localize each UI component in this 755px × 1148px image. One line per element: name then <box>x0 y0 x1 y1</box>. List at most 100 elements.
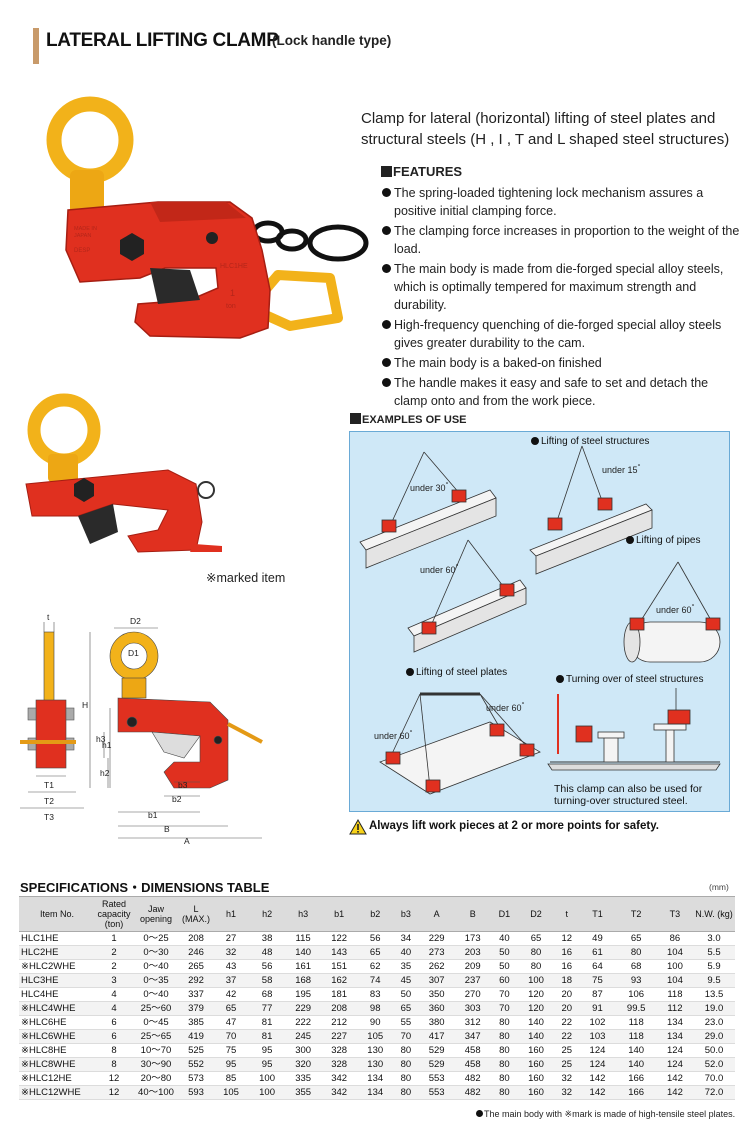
specs-header-row: Item No. Rated capacity (ton) Jaw openin… <box>19 896 735 932</box>
feature-item: The main body is made from die-forged sp… <box>380 260 742 314</box>
table-cell: 222 <box>285 1015 322 1030</box>
table-cell: 100 <box>249 1085 286 1100</box>
table-cell: 70 <box>490 987 518 1002</box>
table-cell: 50.0 <box>693 1043 735 1058</box>
table-cell: 118 <box>656 987 693 1002</box>
table-cell: 38 <box>249 931 286 946</box>
table-cell: 350 <box>418 987 455 1002</box>
table-cell: 265 <box>179 959 213 974</box>
square-bullet-icon <box>381 166 392 177</box>
table-cell: 61 <box>579 945 616 960</box>
table-cell: 25 <box>554 1057 580 1072</box>
table-cell: 93 <box>615 973 657 988</box>
svg-text:DESP: DESP <box>74 248 90 254</box>
table-cell: 124 <box>579 1057 616 1072</box>
column-header: Jaw opening <box>133 896 179 932</box>
table-cell: 58 <box>249 973 286 988</box>
clamp-body <box>65 201 271 339</box>
table-cell: 47 <box>213 1015 250 1030</box>
features-list: The spring-loaded tightening lock mechan… <box>380 184 742 412</box>
column-header: N.W. (kg) <box>693 896 735 932</box>
table-cell: 70 <box>393 1029 419 1044</box>
table-cell: 2 <box>95 959 133 974</box>
table-cell: 68 <box>249 987 286 1002</box>
svg-text:t: t <box>47 612 50 622</box>
table-cell: 29.0 <box>693 1029 735 1044</box>
item-number-cell: ※HLC4WHE <box>19 1001 95 1016</box>
table-cell: 102 <box>579 1015 616 1030</box>
table-cell: 42 <box>213 987 250 1002</box>
column-header: D1 <box>490 896 518 932</box>
svg-text:D2: D2 <box>130 616 141 626</box>
table-cell: 90 <box>357 1015 394 1030</box>
table-cell: 458 <box>454 1057 491 1072</box>
table-cell: 98 <box>357 1001 394 1016</box>
table-cell: 8 <box>95 1057 133 1072</box>
table-cell: 120 <box>518 1001 555 1016</box>
table-cell: 65 <box>518 931 555 946</box>
table-cell: 100 <box>249 1071 286 1086</box>
table-cell: 273 <box>418 945 455 960</box>
table-cell: 12 <box>554 931 580 946</box>
table-cell: 142 <box>579 1071 616 1086</box>
table-cell: 50 <box>490 959 518 974</box>
svg-text:T3: T3 <box>44 812 54 822</box>
table-cell: 95 <box>249 1043 286 1058</box>
table-cell: 2 <box>95 945 133 960</box>
table-cell: 143 <box>321 945 358 960</box>
lock-handle <box>245 270 343 331</box>
table-cell: 77 <box>249 1001 286 1016</box>
table-cell: 64 <box>579 959 616 974</box>
table-cell: 593 <box>179 1085 213 1100</box>
table-cell: 122 <box>321 931 358 946</box>
table-cell: 166 <box>615 1085 657 1100</box>
item-number-cell: HLC4HE <box>19 987 95 1002</box>
main-product-photo: MADE IN JAPAN DESP HLC1HE 1 ton <box>46 96 369 339</box>
angle-label: under 60° <box>656 602 695 615</box>
table-cell: 12 <box>95 1085 133 1100</box>
table-cell: 134 <box>656 1015 693 1030</box>
table-cell: 142 <box>656 1071 693 1086</box>
item-number-cell: ※HLC12WHE <box>19 1085 95 1100</box>
svg-text:b2: b2 <box>172 794 182 804</box>
table-cell: 246 <box>179 945 213 960</box>
table-cell: 16 <box>554 959 580 974</box>
table-cell: 0～25 <box>133 931 179 946</box>
bullet-icon <box>531 437 539 445</box>
item-number-cell: HLC2HE <box>19 945 95 960</box>
table-cell: 347 <box>454 1029 491 1044</box>
table-cell: 335 <box>285 1071 322 1086</box>
page-subtitle: (Lock handle type) <box>272 33 392 48</box>
table-cell: 140 <box>615 1043 657 1058</box>
table-cell: 80 <box>393 1071 419 1086</box>
angle-label: under 60° <box>486 700 525 713</box>
svg-text:D1: D1 <box>128 648 139 658</box>
table-cell: 4 <box>95 987 133 1002</box>
table-cell: 22 <box>554 1029 580 1044</box>
table-cell: 5.5 <box>693 945 735 960</box>
table-cell: 181 <box>321 987 358 1002</box>
table-cell: 80 <box>518 959 555 974</box>
table-cell: 60 <box>490 973 518 988</box>
svg-text:b1: b1 <box>148 810 158 820</box>
bolt-head <box>120 233 144 261</box>
table-cell: 75 <box>213 1043 250 1058</box>
table-cell: 482 <box>454 1085 491 1100</box>
page-title: LATERAL LIFTING CLAMP <box>46 30 279 51</box>
table-cell: 212 <box>321 1015 358 1030</box>
table-cell: 106 <box>615 987 657 1002</box>
table-cell: 482 <box>454 1071 491 1086</box>
table-cell: 56 <box>357 931 394 946</box>
angle-label: under 30° <box>410 480 449 493</box>
table-cell: 417 <box>418 1029 455 1044</box>
square-bullet-icon <box>350 413 361 424</box>
angle-label: under 60° <box>374 728 413 741</box>
svg-text:h3: h3 <box>96 734 106 744</box>
table-cell: 40 <box>490 931 518 946</box>
feature-item: The spring-loaded tightening lock mechan… <box>380 184 742 220</box>
table-cell: 30～90 <box>133 1057 179 1072</box>
table-cell: 0～45 <box>133 1015 179 1030</box>
table-cell: 20 <box>554 987 580 1002</box>
